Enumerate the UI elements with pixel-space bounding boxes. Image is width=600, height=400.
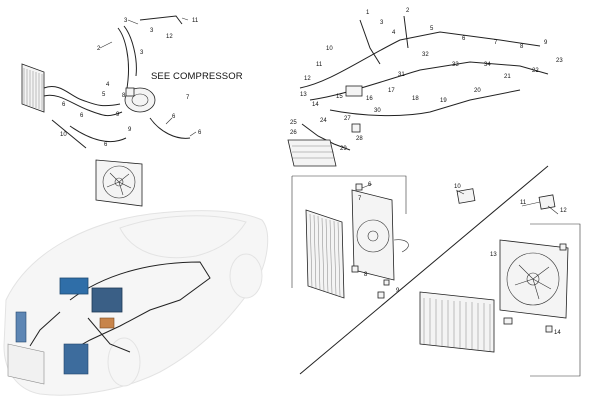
callout: 6 [198,130,202,136]
callout: 5 [102,92,106,98]
callout: 8 [122,93,126,99]
callout: 25 [290,120,297,126]
callout: 10 [454,184,461,190]
callout: 24 [320,118,327,124]
ac-lines-group: 3 11 2 3 12 3 4 5 8 7 6 6 6 9 9 10 6 6 S… [21,15,243,207]
fan-shroud-left [351,189,409,281]
callout: 6 [462,36,466,42]
callout: 13 [490,252,497,258]
condenser-part [21,63,45,113]
callout: 16 [366,96,373,102]
callout: 12 [560,208,567,214]
callout: 10 [60,132,67,138]
fan-module-right [499,239,569,319]
callout-labels-harness: 1 2 3 4 5 6 7 8 9 10 11 12 13 14 15 16 1… [290,8,563,152]
callout: 10 [326,46,333,52]
callout: 7 [494,40,498,46]
callout: 27 [344,116,351,122]
callout: 8 [364,272,368,278]
section-divider [299,165,549,375]
callout: 3 [380,20,384,26]
callout: 11 [192,18,199,24]
callout: 20 [474,88,481,94]
callout: 14 [554,330,561,336]
sensor-part [456,188,556,210]
callout: 22 [532,68,539,74]
callout: 3 [140,50,144,56]
engine-bay-components [7,277,123,385]
radiator-left [305,209,345,299]
callout: 9 [128,127,132,133]
callout: 7 [358,196,362,202]
callout: 18 [412,96,419,102]
callout: 4 [392,30,396,36]
callout: 9 [544,40,548,46]
leader-lines [99,17,559,215]
callout: 23 [556,58,563,64]
callout: 6 [172,114,176,120]
callout: 3 [124,18,128,24]
callout-labels-top-left: 3 11 2 3 12 3 4 5 8 7 6 6 6 9 9 10 6 6 [60,18,202,148]
callout: 28 [356,136,363,142]
vehicle-cutaway [3,210,269,396]
fan-module-small [95,159,143,207]
see-compressor-note: SEE COMPRESSOR [151,71,243,82]
compressor-part [124,87,156,113]
callout: 9 [116,112,120,118]
callout: 34 [484,62,491,68]
callout: 6 [62,102,66,108]
callout: 12 [166,34,173,40]
callout: 11 [520,200,527,206]
harness-diagram: 1 2 3 4 5 6 7 8 9 10 11 12 13 14 15 16 1… [287,8,563,167]
callout: 29 [340,146,347,152]
callout: 11 [316,62,323,68]
callout: 6 [80,113,84,119]
callout: 5 [430,26,434,32]
callout: 4 [106,82,110,88]
callout: 21 [504,74,511,80]
callout: 30 [374,108,381,114]
callout: 6 [104,142,108,148]
callout: 13 [300,92,307,98]
radiator-right [419,291,495,353]
callout: 19 [440,98,447,104]
callout: 7 [186,95,190,101]
callout: 32 [422,52,429,58]
mini-condenser [287,139,337,167]
callout: 33 [452,62,459,68]
callout: 15 [336,94,343,100]
callout: 17 [388,88,395,94]
callout: 2 [97,46,101,52]
callout: 14 [312,102,319,108]
callout: 26 [290,130,297,136]
radiator-fan-exploded: 6 7 8 9 10 11 12 13 14 [291,165,581,377]
callout: 31 [398,72,405,78]
callout: 1 [366,10,370,16]
callout: 3 [150,28,154,34]
callout: 12 [304,76,311,82]
callout: 8 [520,44,524,50]
callout: 2 [406,8,410,14]
callout: 9 [396,288,400,294]
